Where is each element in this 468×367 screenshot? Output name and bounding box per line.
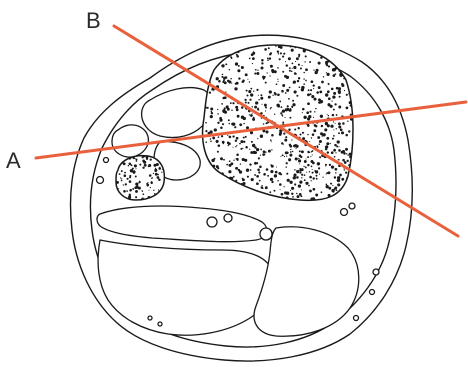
vessel-11 — [148, 316, 152, 320]
vessel-8 — [373, 269, 379, 275]
vessel-7 — [104, 158, 109, 163]
anterior-compartment — [142, 88, 211, 138]
vessel-6 — [97, 177, 104, 184]
label-b: B — [86, 8, 101, 33]
vessel-5 — [349, 203, 355, 209]
vessel-10 — [354, 316, 359, 321]
vessel-9 — [370, 290, 375, 295]
vessel-4 — [341, 209, 348, 216]
vessel-3 — [260, 228, 272, 240]
label-a: A — [6, 148, 21, 173]
vessel-1 — [207, 217, 217, 227]
gastrocnemius-muscle — [254, 227, 359, 336]
lateral-compartment — [112, 125, 148, 157]
soleus-muscle — [98, 240, 273, 335]
vessel-12 — [158, 322, 162, 326]
vessel-2 — [224, 214, 232, 222]
deep-posterior-compartment — [97, 206, 267, 242]
